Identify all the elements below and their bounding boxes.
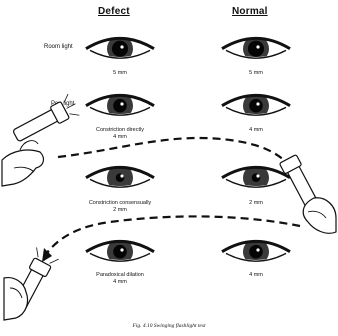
dashed-arrow bbox=[58, 138, 292, 168]
hand-icon bbox=[303, 198, 336, 234]
figure-caption: Fig. 4.10 Swinging flashlight test bbox=[0, 323, 338, 329]
flashlight-icon bbox=[10, 93, 81, 146]
dashed-arrow bbox=[46, 216, 300, 254]
hand-icon bbox=[2, 141, 43, 186]
